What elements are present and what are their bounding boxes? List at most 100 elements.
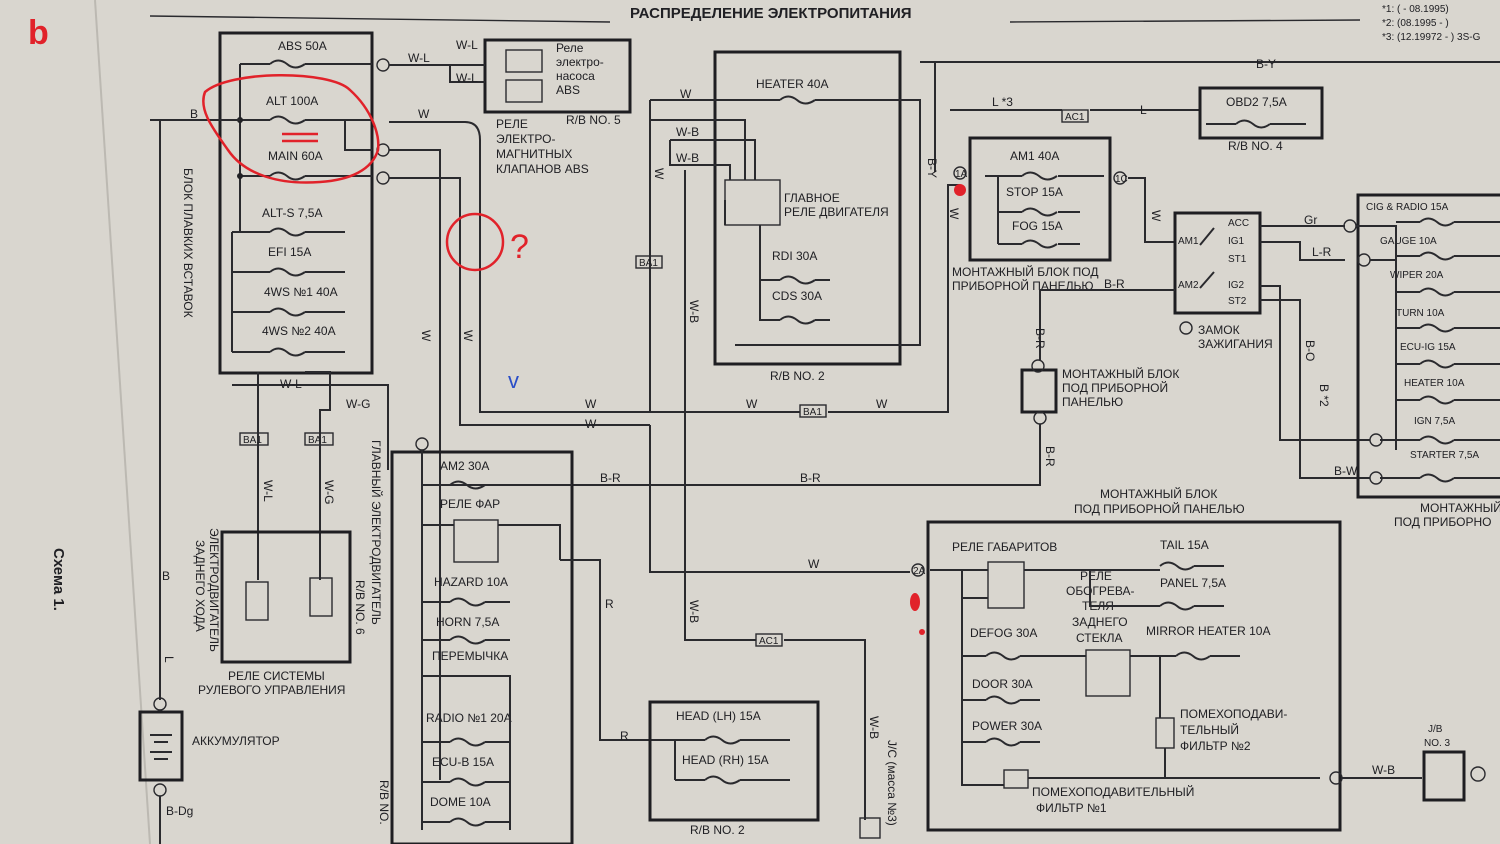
fuse-door: DOOR 30A: [972, 677, 1033, 691]
wire-b-y-top: B-Y: [1256, 57, 1276, 71]
connector-1c-gr: [1343, 219, 1357, 233]
defog-relay-2: ОБОГРЕВА-: [1066, 584, 1135, 598]
wire-w-b-jb: W-B: [1372, 763, 1395, 777]
fuse-am2: AM2 30A: [440, 459, 489, 473]
wire-w-b-v: W-B: [687, 300, 701, 323]
fuse-panel: PANEL 7,5A: [1160, 576, 1226, 590]
abs-relay-label-1: Реле: [556, 41, 584, 55]
wire-w-l-2: W-L: [456, 38, 478, 52]
relay-gabarit: [987, 561, 1025, 609]
ign-pin-am1: AM1: [1178, 236, 1199, 247]
rb6-motor-label-1: ЭЛЕКТРОДВИГАТЕЛЬ: [207, 528, 221, 652]
wire-w-mid-2: W: [876, 397, 888, 411]
connector-1c-lr: [1357, 253, 1371, 267]
wire-b-o: B-O: [1303, 340, 1317, 361]
connector-ba1-3-label: BA1: [308, 435, 327, 446]
ign-pin-st2: ST2: [1228, 296, 1247, 307]
ign-pin-acc: ACC: [1228, 218, 1249, 229]
footnote-2: *2: (08.1995 - ): [1382, 18, 1449, 29]
obd-rb-label: R/B NO. 4: [1228, 139, 1283, 153]
ignition-switch: [1173, 211, 1262, 315]
fuse-4ws-1: 4WS №1 40A: [264, 285, 338, 299]
wire-b-top: B: [190, 107, 198, 121]
fuse-turn: TURN 10A: [1396, 308, 1445, 319]
wire-l: L: [1140, 103, 1147, 117]
fuse-main-60a: MAIN 60A: [268, 149, 323, 163]
wire-w-l-v: W-L: [261, 480, 275, 502]
jc-label: J/C (масса №3): [885, 740, 899, 826]
abs-relay-box: [483, 38, 632, 114]
rb2-bottom-label: R/B NO. 2: [690, 823, 745, 837]
fuse-cig-radio: CIG & RADIO 15A: [1366, 202, 1449, 213]
fuse-heater-10a: HEATER 10A: [1404, 378, 1465, 389]
connector-ba1-14-label: BA1: [639, 258, 658, 269]
right-block-fuses: CIG & RADIO 15A GAUGE 10A WIPER 20A TURN…: [1366, 202, 1479, 461]
fuse-head-lh: HEAD (LH) 15A: [676, 709, 761, 723]
connector-ba1-15: [799, 404, 827, 418]
fuse-heater-40a: HEATER 40A: [756, 77, 828, 91]
connector-ba1-15-label: BA1: [803, 407, 822, 418]
rb2-top-box: [713, 50, 902, 366]
jb3-label-2: NO. 3: [1424, 738, 1451, 749]
wire-w-b-lower: W-B: [687, 600, 701, 623]
wire-w-horiz-1: W: [585, 397, 597, 411]
equals-annotation: [282, 132, 318, 143]
rb6-relay-2: [309, 577, 333, 617]
abs-relay-label-3: насоса: [556, 69, 595, 83]
fuse-stop: STOP 15A: [1006, 185, 1063, 199]
fuse-block-frame: [218, 31, 374, 375]
fuse-am1: AM1 40A: [1010, 149, 1059, 163]
fuse-alt-s: ALT-S 7,5A: [262, 206, 322, 220]
jumper-label: ПЕРЕМЫЧКА: [432, 649, 508, 663]
battery-label: АККУМУЛЯТОР: [192, 734, 280, 748]
red-dot-2: [910, 593, 920, 611]
fuse-tail: TAIL 15A: [1160, 538, 1209, 552]
fuse-radio-1: RADIO №1 20A: [426, 711, 512, 725]
fuse-block-label: БЛОК ПЛАВКИХ ВСТАВОК: [181, 168, 195, 318]
rb2-bottom-box: [648, 700, 820, 822]
wire-b-2: B *2: [1317, 384, 1331, 407]
fuse-mirror-heater: MIRROR HEATER 10A: [1146, 624, 1270, 638]
wire-l-r: L-R: [1312, 245, 1332, 259]
footnote-3: *3: (12.19972 - ) 3S-G: [1382, 32, 1481, 43]
abs-relay-label-4: ABS: [556, 83, 580, 97]
wire-w-low: W: [808, 557, 820, 571]
main-relay-label-1: ГЛАВНОЕ: [784, 191, 840, 205]
fuse-fog: FOG 15A: [1012, 219, 1063, 233]
mid-block-label-3: ПАНЕЛЬЮ: [1062, 395, 1123, 409]
connector-1c-ig: [1369, 433, 1383, 447]
wire-w-b-rb2-1: W-B: [676, 125, 699, 139]
connector-1a: [953, 166, 967, 180]
ign-pin-ig1: IG1: [1228, 236, 1245, 247]
rb-bottom-left-label: R/B NO.: [377, 780, 391, 825]
defog-relay-4: ЗАДНЕГО: [1072, 615, 1128, 629]
ignition-label-1: ЗАМОК: [1198, 323, 1240, 337]
rb6-box: [220, 530, 352, 664]
connector-1c-st: [1369, 471, 1383, 485]
right-block-label-1: МОНТАЖНЫЙ: [1420, 500, 1500, 515]
fuse-abs-50a: ABS 50A: [278, 39, 327, 53]
wire-gr: Gr: [1304, 213, 1317, 227]
wire-b-y-v: B-Y: [925, 158, 939, 178]
wire-b-r-h2: B-R: [800, 471, 821, 485]
wire-b-r-v2: B-R: [1043, 446, 1057, 467]
wire-w-g-fb: W-G: [346, 397, 370, 411]
fuse-dome: DOME 10A: [430, 795, 491, 809]
fuse-horn: HORN 7,5A: [436, 615, 499, 629]
scheme-label: Схема 1.: [50, 548, 67, 611]
filter2-label-3: ФИЛЬТР №2: [1180, 739, 1251, 753]
wire-w-vert-2: W: [461, 330, 475, 342]
wire-w-mid-1: W: [746, 397, 758, 411]
fuse-efi: EFI 15A: [268, 245, 311, 259]
rb6-label-1: РЕЛЕ СИСТЕМЫ: [228, 669, 325, 683]
connector-2a-label: 2A: [913, 566, 926, 577]
instrument-bottom-header-2: ПОД ПРИБОРНОЙ ПАНЕЛЬЮ: [1074, 501, 1245, 516]
connector-1a-label: 1A: [955, 169, 968, 180]
defog-relay: [1085, 649, 1131, 697]
red-circle-annotation: [202, 74, 380, 184]
instrument-block-bottom: [926, 520, 1342, 832]
fuse-starter: STARTER 7,5A: [1410, 450, 1479, 461]
fuse-rdi-30a: RDI 30A: [772, 249, 817, 263]
wire-w-top: W: [418, 107, 430, 121]
